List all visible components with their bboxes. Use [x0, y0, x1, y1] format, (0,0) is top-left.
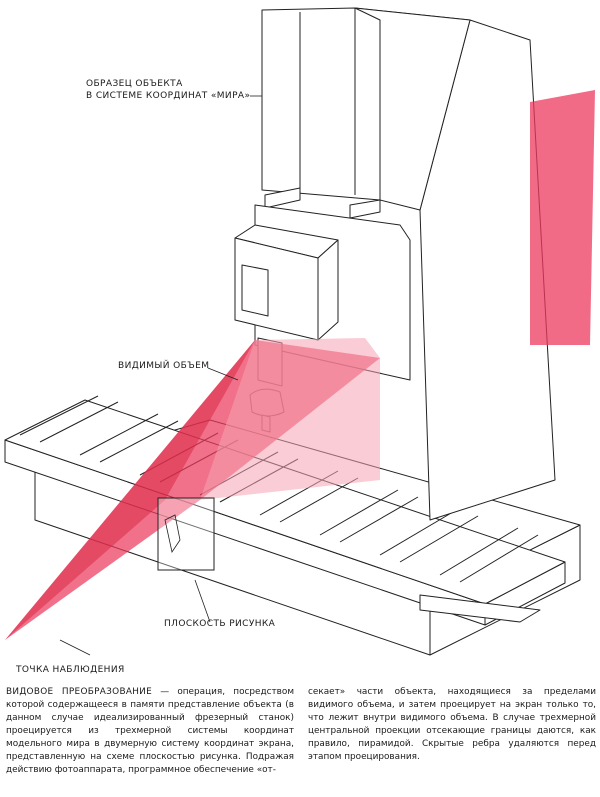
- label-leader-lines: [59, 95, 262, 656]
- caption-column-2: секает» части объекта, находящиеся за пр…: [308, 687, 596, 762]
- caption-column-1: ВИДОВОЕ ПРЕОБРАЗОВАНИЕ — операция, посре…: [6, 686, 294, 790]
- caption: ВИДОВОЕ ПРЕОБРАЗОВАНИЕ — операция, посре…: [6, 686, 596, 790]
- frustum-background: [530, 90, 595, 345]
- picture-plane-label: ПЛОСКОСТЬ РИСУНКА: [164, 619, 276, 629]
- caption-text-1: — операция, посредством которой содержащ…: [6, 687, 295, 775]
- viewing-frustum: [5, 90, 595, 640]
- picture-plane: [157, 497, 215, 571]
- viewpoint-label: ТОЧКА НАБЛЮДЕНИЯ: [16, 665, 125, 675]
- world-object-label-line2: В СИСТЕМЕ КООРДИНАТ «МИРА»: [86, 91, 251, 101]
- world-object-label-line1: ОБРАЗЕЦ ОБЪЕКТА: [86, 79, 183, 89]
- frustum-far-face: [200, 338, 380, 500]
- frustum-side: [5, 340, 255, 640]
- work-table: [4, 395, 566, 626]
- visible-volume-label: ВИДИМЫЙ ОБЪЕМ: [118, 361, 210, 371]
- milling-machine-illustration: [4, 7, 595, 656]
- world-object-label: ОБРАЗЕЦ ОБЪЕКТА В СИСТЕМЕ КООРДИНАТ «МИР…: [86, 78, 250, 102]
- caption-term: ВИДОВОЕ ПРЕОБРАЗОВАНИЕ: [6, 687, 153, 697]
